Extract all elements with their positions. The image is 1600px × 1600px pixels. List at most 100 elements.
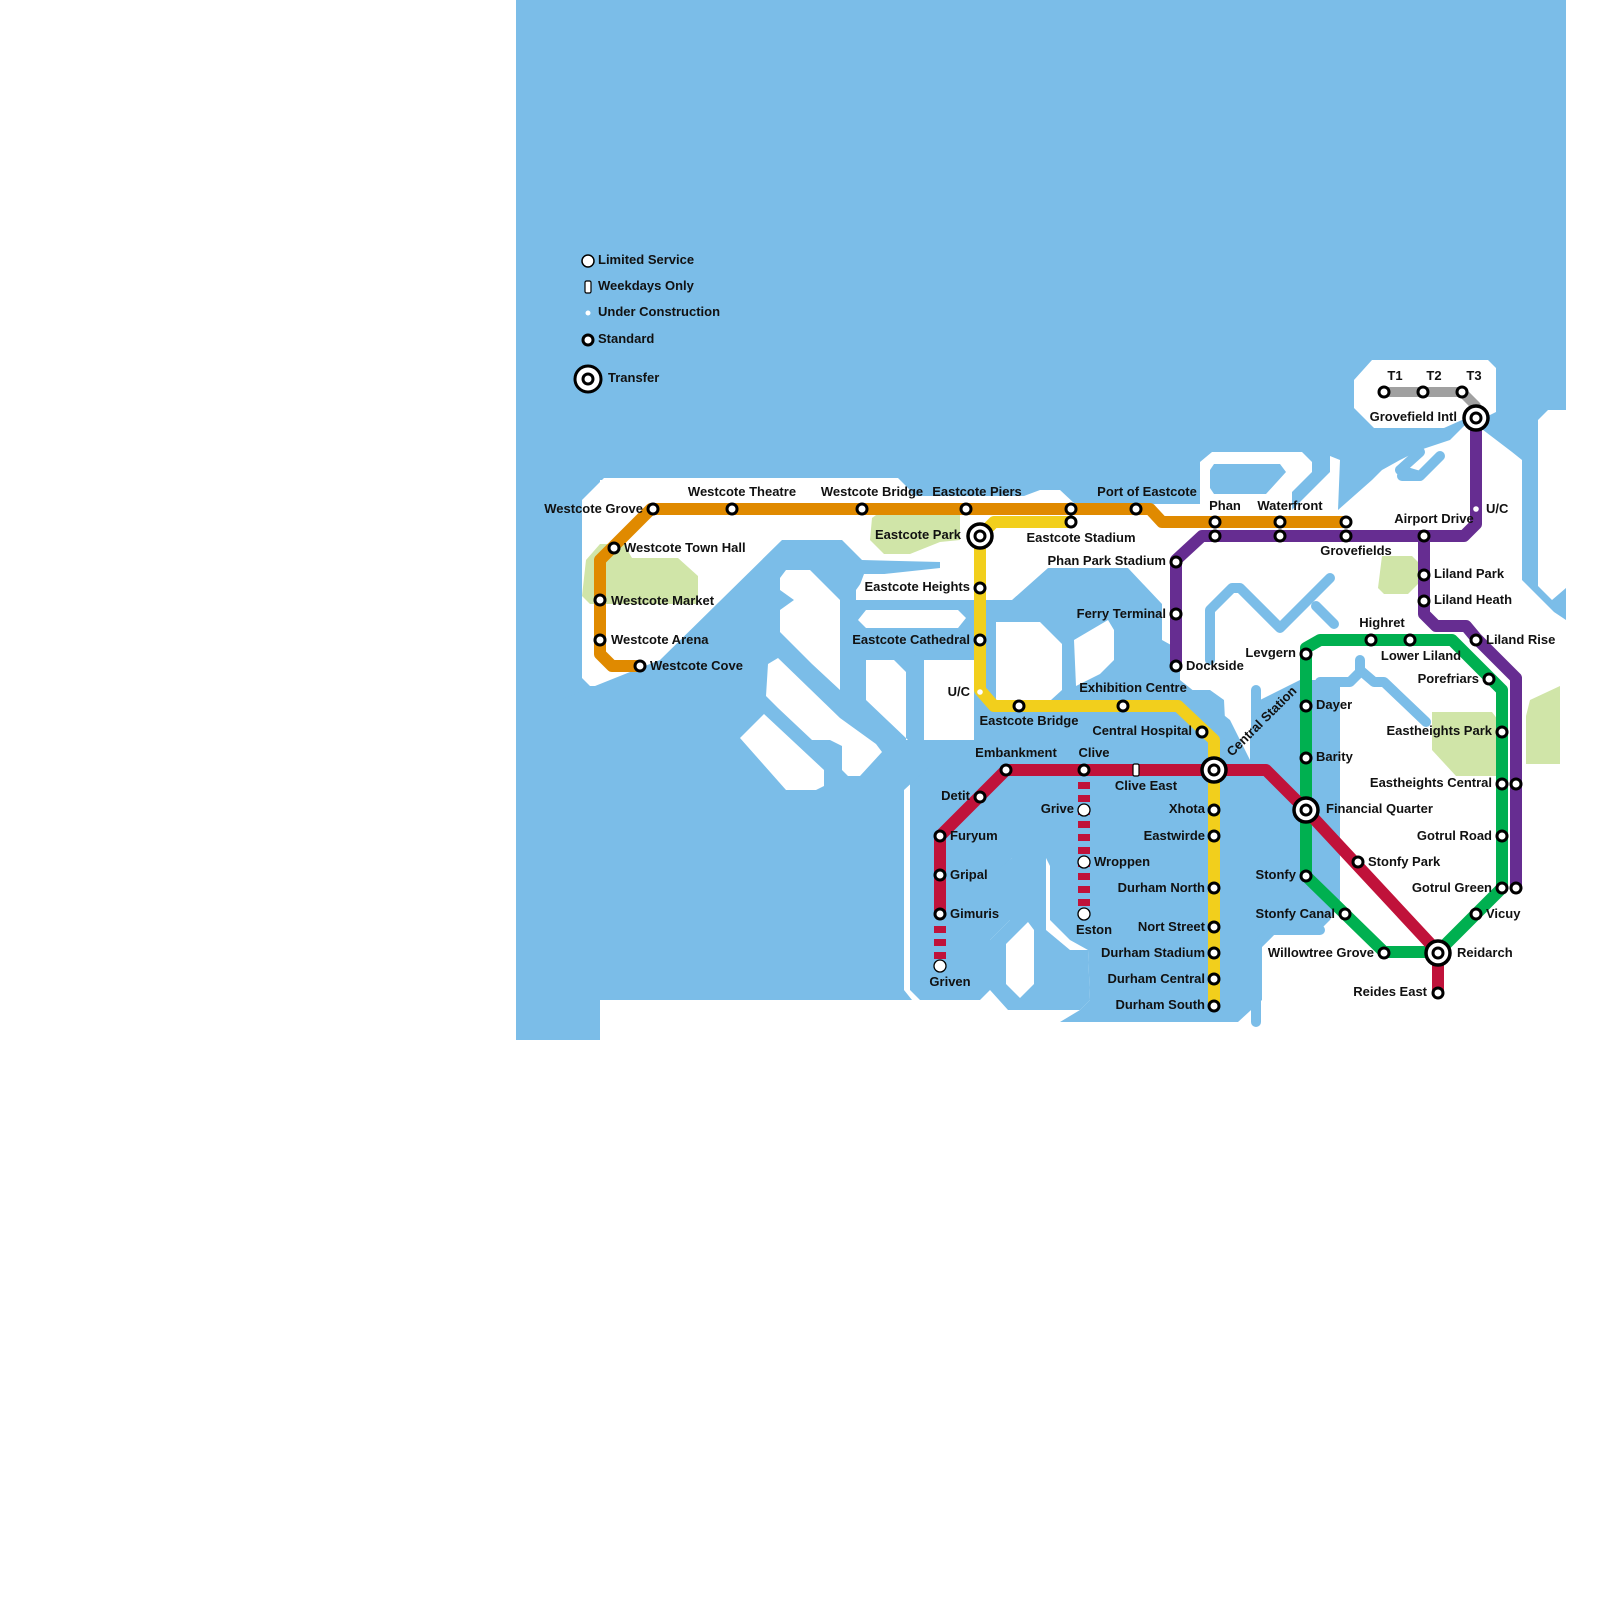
label-stonfy-park: Stonfy Park [1368, 854, 1441, 869]
label-t2: T2 [1426, 368, 1441, 383]
station-highret-icon[interactable] [1364, 633, 1378, 647]
station-stonfy-icon[interactable] [1299, 869, 1313, 883]
legend-weekdays-icon [584, 280, 592, 294]
station-durham-north-icon[interactable] [1207, 881, 1221, 895]
islands-layer [740, 568, 1198, 998]
station-eastwirde-icon[interactable] [1207, 829, 1221, 843]
station-westcote-market-icon[interactable] [593, 593, 607, 607]
station-westcote-cove-icon[interactable] [633, 659, 647, 673]
station-gripal-icon[interactable] [933, 868, 947, 882]
station-dockside-icon[interactable] [1169, 659, 1183, 673]
station-airport-drive-icon[interactable] [1417, 529, 1431, 543]
station-barity-icon[interactable] [1299, 751, 1313, 765]
label-durham-central: Durham Central [1107, 971, 1205, 986]
station-ferry-terminal-icon[interactable] [1169, 607, 1183, 621]
station-gotrul-green-green-icon[interactable] [1495, 881, 1509, 895]
station-westcote-theatre-icon[interactable] [725, 502, 739, 516]
park-liland [1378, 556, 1418, 594]
station-embankment-icon[interactable] [999, 763, 1013, 777]
station-phan-purple-icon[interactable] [1208, 529, 1222, 543]
station-westcote-town-hall-icon[interactable] [607, 541, 621, 555]
label-financial-quarter: Financial Quarter [1326, 801, 1433, 816]
station-clive-east-weekdays-icon[interactable] [1132, 763, 1140, 777]
station-waterfront-orange-icon[interactable] [1273, 515, 1287, 529]
station-stonfy-park-icon[interactable] [1351, 855, 1365, 869]
station-phan-orange-icon[interactable] [1208, 515, 1222, 529]
station-durham-stadium-icon[interactable] [1207, 946, 1221, 960]
station-durham-central-icon[interactable] [1207, 972, 1221, 986]
station-gimuris-icon[interactable] [933, 907, 947, 921]
station-eastheights-park-icon[interactable] [1495, 725, 1509, 739]
station-port-of-eastcote-icon[interactable] [1129, 502, 1143, 516]
station-porefriars-icon[interactable] [1482, 672, 1496, 686]
station-levgern-icon[interactable] [1299, 647, 1313, 661]
station-furyum-icon[interactable] [933, 829, 947, 843]
station-eston-icon[interactable] [1077, 907, 1091, 921]
station-eastheights-central-purple-icon[interactable] [1509, 777, 1523, 791]
station-liland-heath-icon[interactable] [1417, 594, 1431, 608]
station-wroppen-icon[interactable] [1077, 855, 1091, 869]
station-eastcote-bridge-icon[interactable] [1012, 699, 1026, 713]
label-t1: T1 [1387, 368, 1402, 383]
label-central-hospital: Central Hospital [1092, 723, 1192, 738]
label-dayer: Dayer [1316, 697, 1352, 712]
station-griven-icon[interactable] [933, 959, 947, 973]
station-eastcote-cathedral-icon[interactable] [973, 633, 987, 647]
station-t3-icon[interactable] [1455, 385, 1469, 399]
station-grive-icon[interactable] [1077, 803, 1091, 817]
label-gotrul-green: Gotrul Green [1412, 880, 1492, 895]
lagoon-phan [1210, 464, 1286, 494]
legend-standard-icon [581, 333, 595, 347]
station-eastcote-stadium-icon[interactable] [1064, 515, 1078, 529]
station-grovefields-orange-icon[interactable] [1339, 515, 1353, 529]
station-clive-icon[interactable] [1077, 763, 1091, 777]
station-uc-yellow-icon[interactable] [977, 689, 983, 695]
channel-se [1251, 925, 1325, 1027]
station-central-hospital-icon[interactable] [1195, 725, 1209, 739]
station-t2-icon[interactable] [1416, 385, 1430, 399]
station-lower-liland-icon[interactable] [1403, 633, 1417, 647]
label-porefriars: Porefriars [1418, 671, 1479, 686]
label-liland-heath: Liland Heath [1434, 592, 1512, 607]
label-eastheights-central: Eastheights Central [1370, 775, 1492, 790]
label-eastcote-bridge: Eastcote Bridge [980, 713, 1079, 728]
station-t1-icon[interactable] [1377, 385, 1391, 399]
station-stonfy-canal-icon[interactable] [1338, 907, 1352, 921]
station-westcote-bridge-icon[interactable] [855, 502, 869, 516]
label-clive-east: Clive East [1115, 778, 1178, 793]
label-liland-rise: Liland Rise [1486, 632, 1555, 647]
station-xhota-icon[interactable] [1207, 803, 1221, 817]
station-durham-south-icon[interactable] [1207, 999, 1221, 1013]
park-eastheights [1432, 712, 1498, 776]
station-eastheights-central-green-icon[interactable] [1495, 777, 1509, 791]
station-eastcote-stadium-orange-icon[interactable] [1064, 502, 1078, 516]
station-nort-street-icon[interactable] [1207, 920, 1221, 934]
station-westcote-arena-icon[interactable] [593, 633, 607, 647]
station-phan-park-stadium-icon[interactable] [1169, 555, 1183, 569]
station-westcote-grove-icon[interactable] [646, 502, 660, 516]
station-reides-east-icon[interactable] [1431, 986, 1445, 1000]
stations-layer [593, 385, 1523, 1013]
station-eastcote-piers-icon[interactable] [959, 502, 973, 516]
station-liland-park-icon[interactable] [1417, 568, 1431, 582]
island-durham [1006, 922, 1034, 998]
land-east-strip [1538, 410, 1566, 600]
station-waterfront-purple-icon[interactable] [1273, 529, 1287, 543]
station-grovefield-intl-inner-icon [1469, 411, 1483, 425]
station-vicuy-icon[interactable] [1469, 907, 1483, 921]
land-westcote [582, 478, 914, 686]
label-durham-south: Durham South [1115, 997, 1205, 1012]
station-willowtree-grove-icon[interactable] [1377, 946, 1391, 960]
station-liland-rise-icon[interactable] [1469, 633, 1483, 647]
station-dayer-icon[interactable] [1299, 699, 1313, 713]
station-eastcote-heights-icon[interactable] [973, 581, 987, 595]
station-gotrul-green-purple-icon[interactable] [1509, 881, 1523, 895]
station-financial-quarter-inner-icon [1299, 803, 1313, 817]
label-durham-stadium: Durham Stadium [1101, 945, 1205, 960]
label-gotrul-road: Gotrul Road [1417, 828, 1492, 843]
station-uc-purple-icon[interactable] [1473, 506, 1479, 512]
station-grovefields-purple-icon[interactable] [1339, 529, 1353, 543]
station-exhibition-centre-icon[interactable] [1116, 699, 1130, 713]
station-detit-icon[interactable] [973, 790, 987, 804]
station-gotrul-road-icon[interactable] [1495, 829, 1509, 843]
